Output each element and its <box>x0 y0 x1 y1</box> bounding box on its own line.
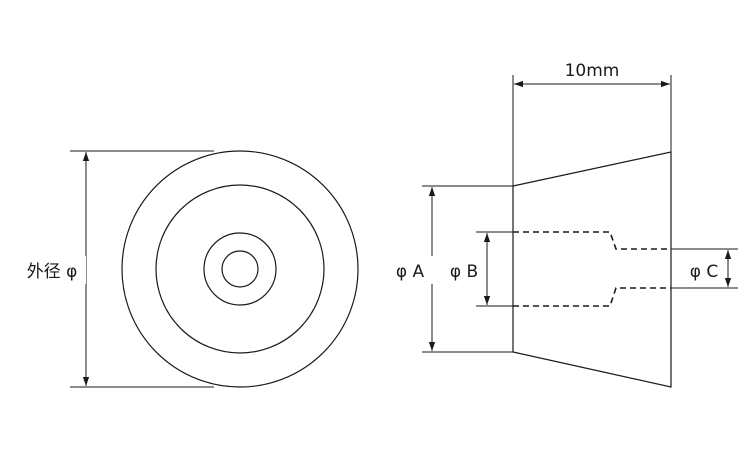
c-label-backdrop <box>683 256 725 284</box>
b-label-backdrop <box>442 256 486 284</box>
dim-c-label: φ C <box>690 262 719 282</box>
hidden-bore-top <box>513 231 671 250</box>
hidden-bore-bottom <box>513 287 671 307</box>
middle-circle <box>155 184 325 354</box>
a-label-backdrop <box>386 256 434 284</box>
cone-body-outline <box>512 151 672 388</box>
length-label: 10mm <box>565 61 620 81</box>
outer-label-backdrop <box>20 256 86 284</box>
front-view: 外径 φ <box>20 150 359 388</box>
inner-circle <box>203 232 277 306</box>
dim-b-label: φ B <box>450 262 478 282</box>
dim-a-label: φ A <box>396 262 425 282</box>
outer-diameter-label: 外径 φ <box>27 262 78 282</box>
outer-circle <box>121 150 359 388</box>
side-view: 10mm φ A φ B φ C <box>386 61 738 388</box>
bore-circle <box>221 250 259 288</box>
